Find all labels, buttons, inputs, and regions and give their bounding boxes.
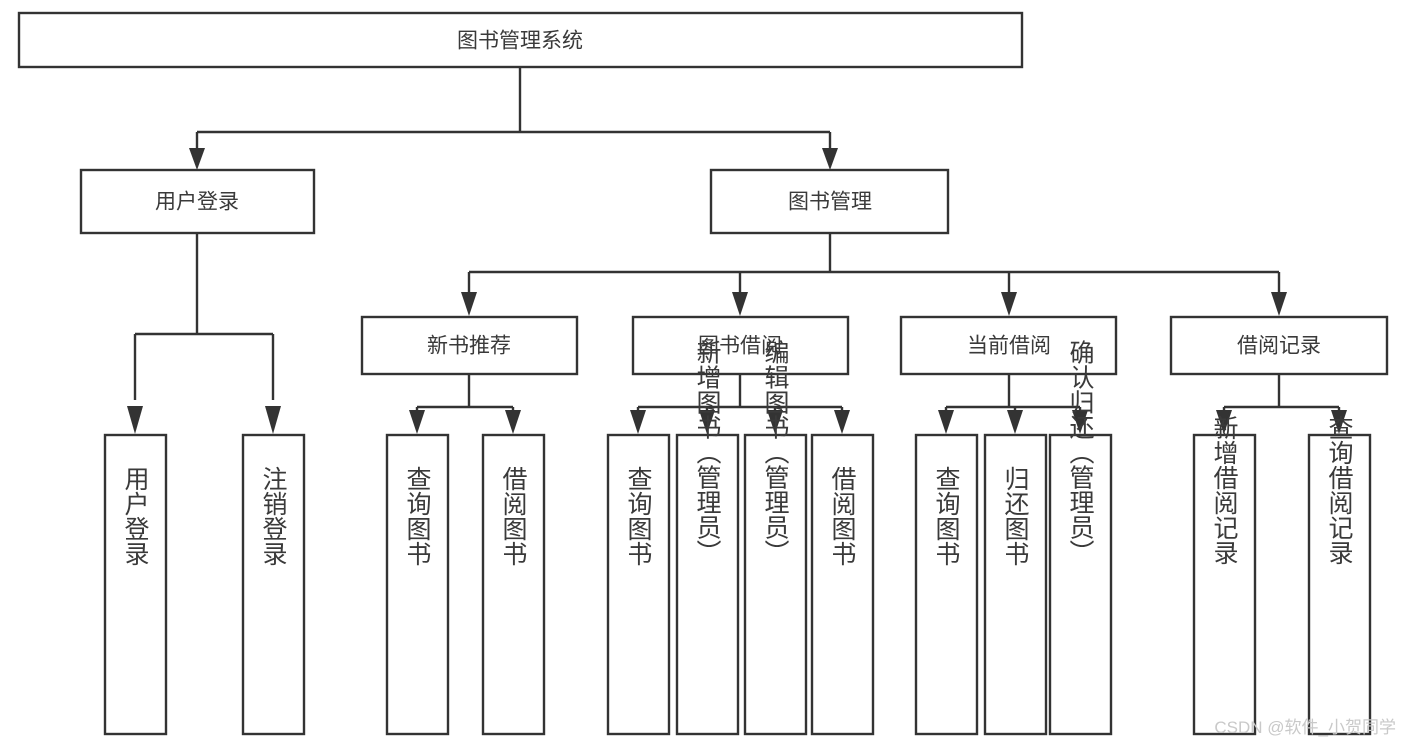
arrowhead-leaf-return-book <box>1007 410 1023 434</box>
node-user-login-label: 用户登录 <box>155 191 239 214</box>
node-leaf-return-book-label: 归还图书 <box>1001 466 1030 566</box>
connector-layer <box>127 67 1347 434</box>
node-book-borrow-box[interactable] <box>631 315 850 376</box>
node-leaf-logout-login-label: 注销登录 <box>259 466 288 566</box>
node-leaf-query-book-1-label: 查询图书 <box>403 466 432 566</box>
node-borrow-record-label: 借阅记录 <box>1237 335 1321 358</box>
node-book-borrow-label: 图书借阅 <box>698 335 782 358</box>
node-leaf-user-login-box[interactable] <box>103 433 168 736</box>
node-leaf-return-book[interactable]: 归还图书 <box>983 433 1048 736</box>
node-new-book-recommend-label: 新书推荐 <box>427 335 511 358</box>
arrowhead-new-book-recommend <box>461 292 477 316</box>
node-user-login[interactable]: 用户登录 <box>79 168 316 235</box>
node-book-manage-label: 图书管理 <box>788 191 872 214</box>
node-leaf-confirm-return-label: 确认归还（管理员） <box>1066 340 1095 565</box>
node-leaf-logout-login[interactable]: 注销登录 <box>241 433 306 736</box>
node-current-borrow-box[interactable] <box>899 315 1118 376</box>
node-leaf-logout-login-box[interactable] <box>241 433 306 736</box>
node-leaf-add-record-box[interactable] <box>1192 433 1257 736</box>
arrowhead-leaf-borrow-book-2 <box>834 410 850 434</box>
node-book-manage[interactable]: 图书管理 <box>709 168 950 235</box>
arrowhead-book-manage <box>822 148 838 170</box>
node-new-book-recommend[interactable]: 新书推荐 <box>360 315 579 376</box>
node-borrow-record-box[interactable] <box>1169 315 1389 376</box>
node-leaf-borrow-book-1-box[interactable] <box>481 433 546 736</box>
node-leaf-add-record-label: 新增借阅记录 <box>1210 415 1239 565</box>
arrowhead-leaf-logout-login <box>265 406 281 434</box>
node-leaf-return-book-box[interactable] <box>983 433 1048 736</box>
node-leaf-add-record[interactable]: 新增借阅记录 <box>1192 415 1257 736</box>
node-leaf-query-book-3-label: 查询图书 <box>932 466 961 566</box>
arrowhead-leaf-query-book-1 <box>409 410 425 434</box>
node-leaf-borrow-book-1-label: 借阅图书 <box>499 466 528 566</box>
node-root-label: 图书管理系统 <box>457 30 583 53</box>
node-leaf-borrow-book-2-label: 借阅图书 <box>828 466 857 566</box>
node-leaf-query-book-2-box[interactable] <box>606 433 671 736</box>
node-root-box[interactable] <box>17 11 1024 69</box>
arrowhead-borrow-record <box>1271 292 1287 316</box>
arrowhead-leaf-confirm-return <box>1072 410 1088 434</box>
arrowhead-user-login <box>189 148 205 170</box>
node-leaf-query-book-3[interactable]: 查询图书 <box>914 433 979 736</box>
node-leaf-query-record[interactable]: 查询借阅记录 <box>1307 415 1372 736</box>
node-leaf-query-book-1[interactable]: 查询图书 <box>385 433 450 736</box>
node-leaf-query-record-label: 查询借阅记录 <box>1325 415 1354 565</box>
node-leaf-borrow-book-2-box[interactable] <box>810 433 875 736</box>
node-leaf-confirm-return[interactable]: 确认归还（管理员） <box>1048 340 1113 736</box>
node-borrow-record[interactable]: 借阅记录 <box>1169 315 1389 376</box>
arrowhead-leaf-query-book-2 <box>630 410 646 434</box>
arrowhead-leaf-add-book <box>699 410 715 434</box>
node-leaf-user-login-label: 用户登录 <box>121 466 150 566</box>
node-leaf-query-book-3-box[interactable] <box>914 433 979 736</box>
node-leaf-query-book-2-label: 查询图书 <box>624 466 653 566</box>
arrowhead-book-borrow <box>732 292 748 316</box>
csdn-watermark: CSDN @软件_小贺同学 <box>1214 718 1396 737</box>
node-leaf-user-login[interactable]: 用户登录 <box>103 433 168 736</box>
node-book-manage-box[interactable] <box>709 168 950 235</box>
node-leaf-query-book-2[interactable]: 查询图书 <box>606 433 671 736</box>
node-new-book-recommend-box[interactable] <box>360 315 579 376</box>
node-leaf-borrow-book-2[interactable]: 借阅图书 <box>810 433 875 736</box>
node-root[interactable]: 图书管理系统 <box>17 11 1024 69</box>
node-leaf-edit-book-box[interactable] <box>743 433 808 736</box>
node-leaf-add-book-box[interactable] <box>675 433 740 736</box>
node-leaf-edit-book[interactable]: 编辑图书（管理员） <box>743 340 808 736</box>
node-leaf-query-book-1-box[interactable] <box>385 433 450 736</box>
arrowhead-leaf-query-record <box>1331 410 1347 434</box>
node-current-borrow-label: 当前借阅 <box>967 335 1051 358</box>
arrowhead-leaf-add-record <box>1216 410 1232 434</box>
node-leaf-add-book[interactable]: 新增图书（管理员） <box>675 340 740 736</box>
node-leaf-confirm-return-box[interactable] <box>1048 433 1113 736</box>
arrowhead-leaf-user-login <box>127 406 143 434</box>
node-book-borrow[interactable]: 图书借阅 <box>631 315 850 376</box>
arrowhead-current-borrow <box>1001 292 1017 316</box>
arrowhead-leaf-query-book-3 <box>938 410 954 434</box>
node-user-login-box[interactable] <box>79 168 316 235</box>
arrowhead-leaf-borrow-book-1 <box>505 410 521 434</box>
node-current-borrow[interactable]: 当前借阅 <box>899 315 1118 376</box>
node-leaf-query-record-box[interactable] <box>1307 433 1372 736</box>
node-leaf-borrow-book-1[interactable]: 借阅图书 <box>481 433 546 736</box>
node-leaf-add-book-label: 新增图书（管理员） <box>693 340 722 565</box>
node-leaf-edit-book-label: 编辑图书（管理员） <box>761 340 790 565</box>
arrowhead-leaf-edit-book <box>767 410 783 434</box>
